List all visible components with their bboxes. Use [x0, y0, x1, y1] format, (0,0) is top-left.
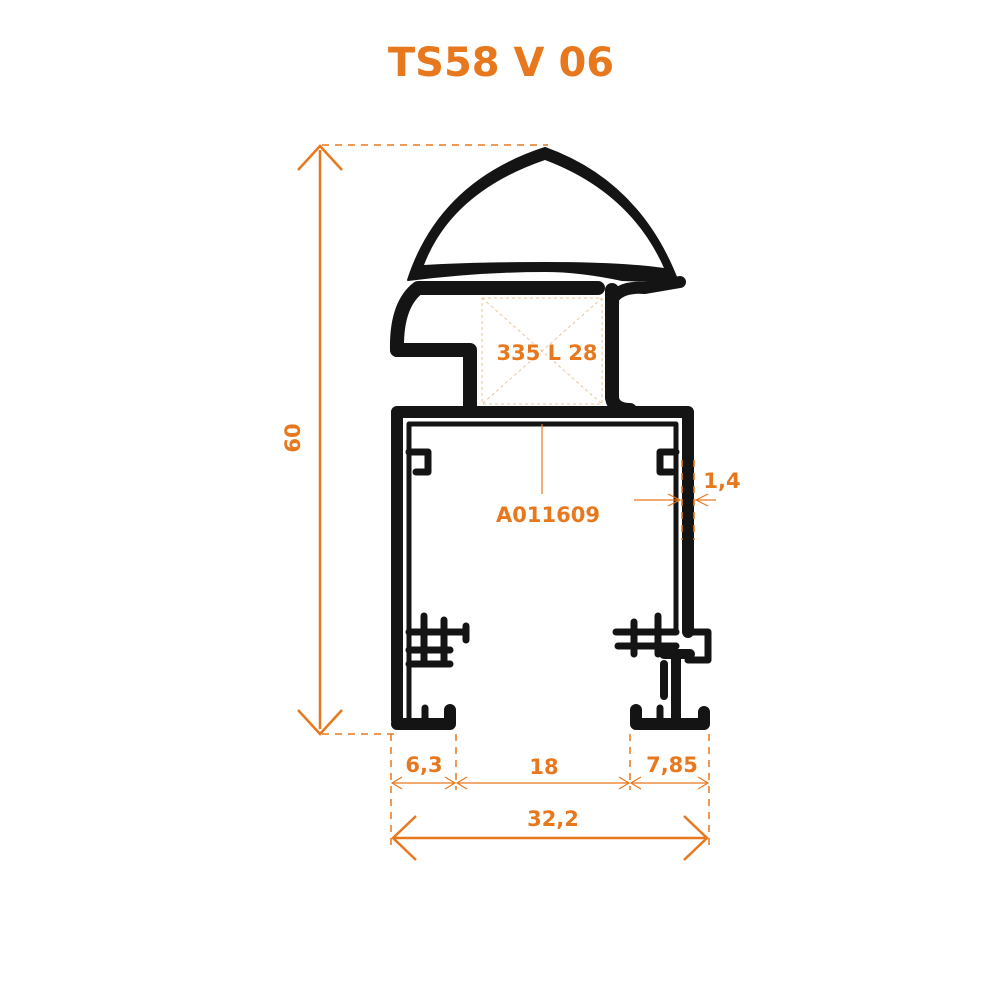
right-t-slot: [659, 649, 695, 725]
profile-code-label: A011609: [496, 503, 600, 527]
left-fins-upper: [405, 612, 470, 652]
total-width-label: 32,2: [527, 807, 579, 831]
arrow-right-icon: [697, 776, 710, 790]
gasket-box: [481, 297, 603, 405]
wall-thickness-label: 1,4: [703, 469, 740, 493]
height-label: 60: [281, 423, 305, 452]
arrow-left-icon: [694, 493, 709, 507]
left-fins-middle: [405, 646, 454, 668]
wall-thickness-dimension: 1,4: [634, 460, 741, 540]
width-dimensions: 6,3 18 7,85 32,2: [390, 734, 710, 861]
arrow-left-icon: [629, 776, 642, 790]
right-foot: [630, 704, 710, 730]
left-width-label: 6,3: [405, 753, 442, 777]
gasket-diagonal-b: [481, 297, 603, 405]
arrow-right-icon: [444, 776, 457, 790]
right-upper-hook: [656, 448, 680, 476]
arrow-right-icon: [683, 815, 709, 861]
arrow-down-icon: [297, 709, 343, 736]
height-dimension: 60: [281, 144, 548, 736]
body-outer-wall: [391, 406, 694, 726]
dome-cap-hollow: [424, 160, 664, 268]
profile-shape: 335 L 28: [389, 147, 712, 730]
arrow-left-icon: [391, 815, 417, 861]
arrow-right-icon: [667, 493, 682, 507]
drawing-title: TS58 V 06: [388, 40, 614, 86]
neck-right: [605, 283, 637, 417]
left-hook: [389, 281, 605, 357]
right-side-lip: [684, 628, 712, 664]
hook-return: [390, 343, 477, 417]
arrow-right-icon: [618, 776, 631, 790]
neck-shoulder: [606, 276, 686, 306]
arrow-up-icon: [297, 144, 343, 171]
arrow-left-icon: [455, 776, 468, 790]
left-foot: [391, 704, 456, 730]
left-upper-hook: [405, 448, 432, 476]
right-fins: [612, 612, 680, 658]
arrow-left-icon: [390, 776, 403, 790]
right-width-label: 7,85: [646, 753, 698, 777]
middle-width-label: 18: [529, 755, 558, 779]
gasket-code-label: 335 L 28: [496, 341, 597, 365]
